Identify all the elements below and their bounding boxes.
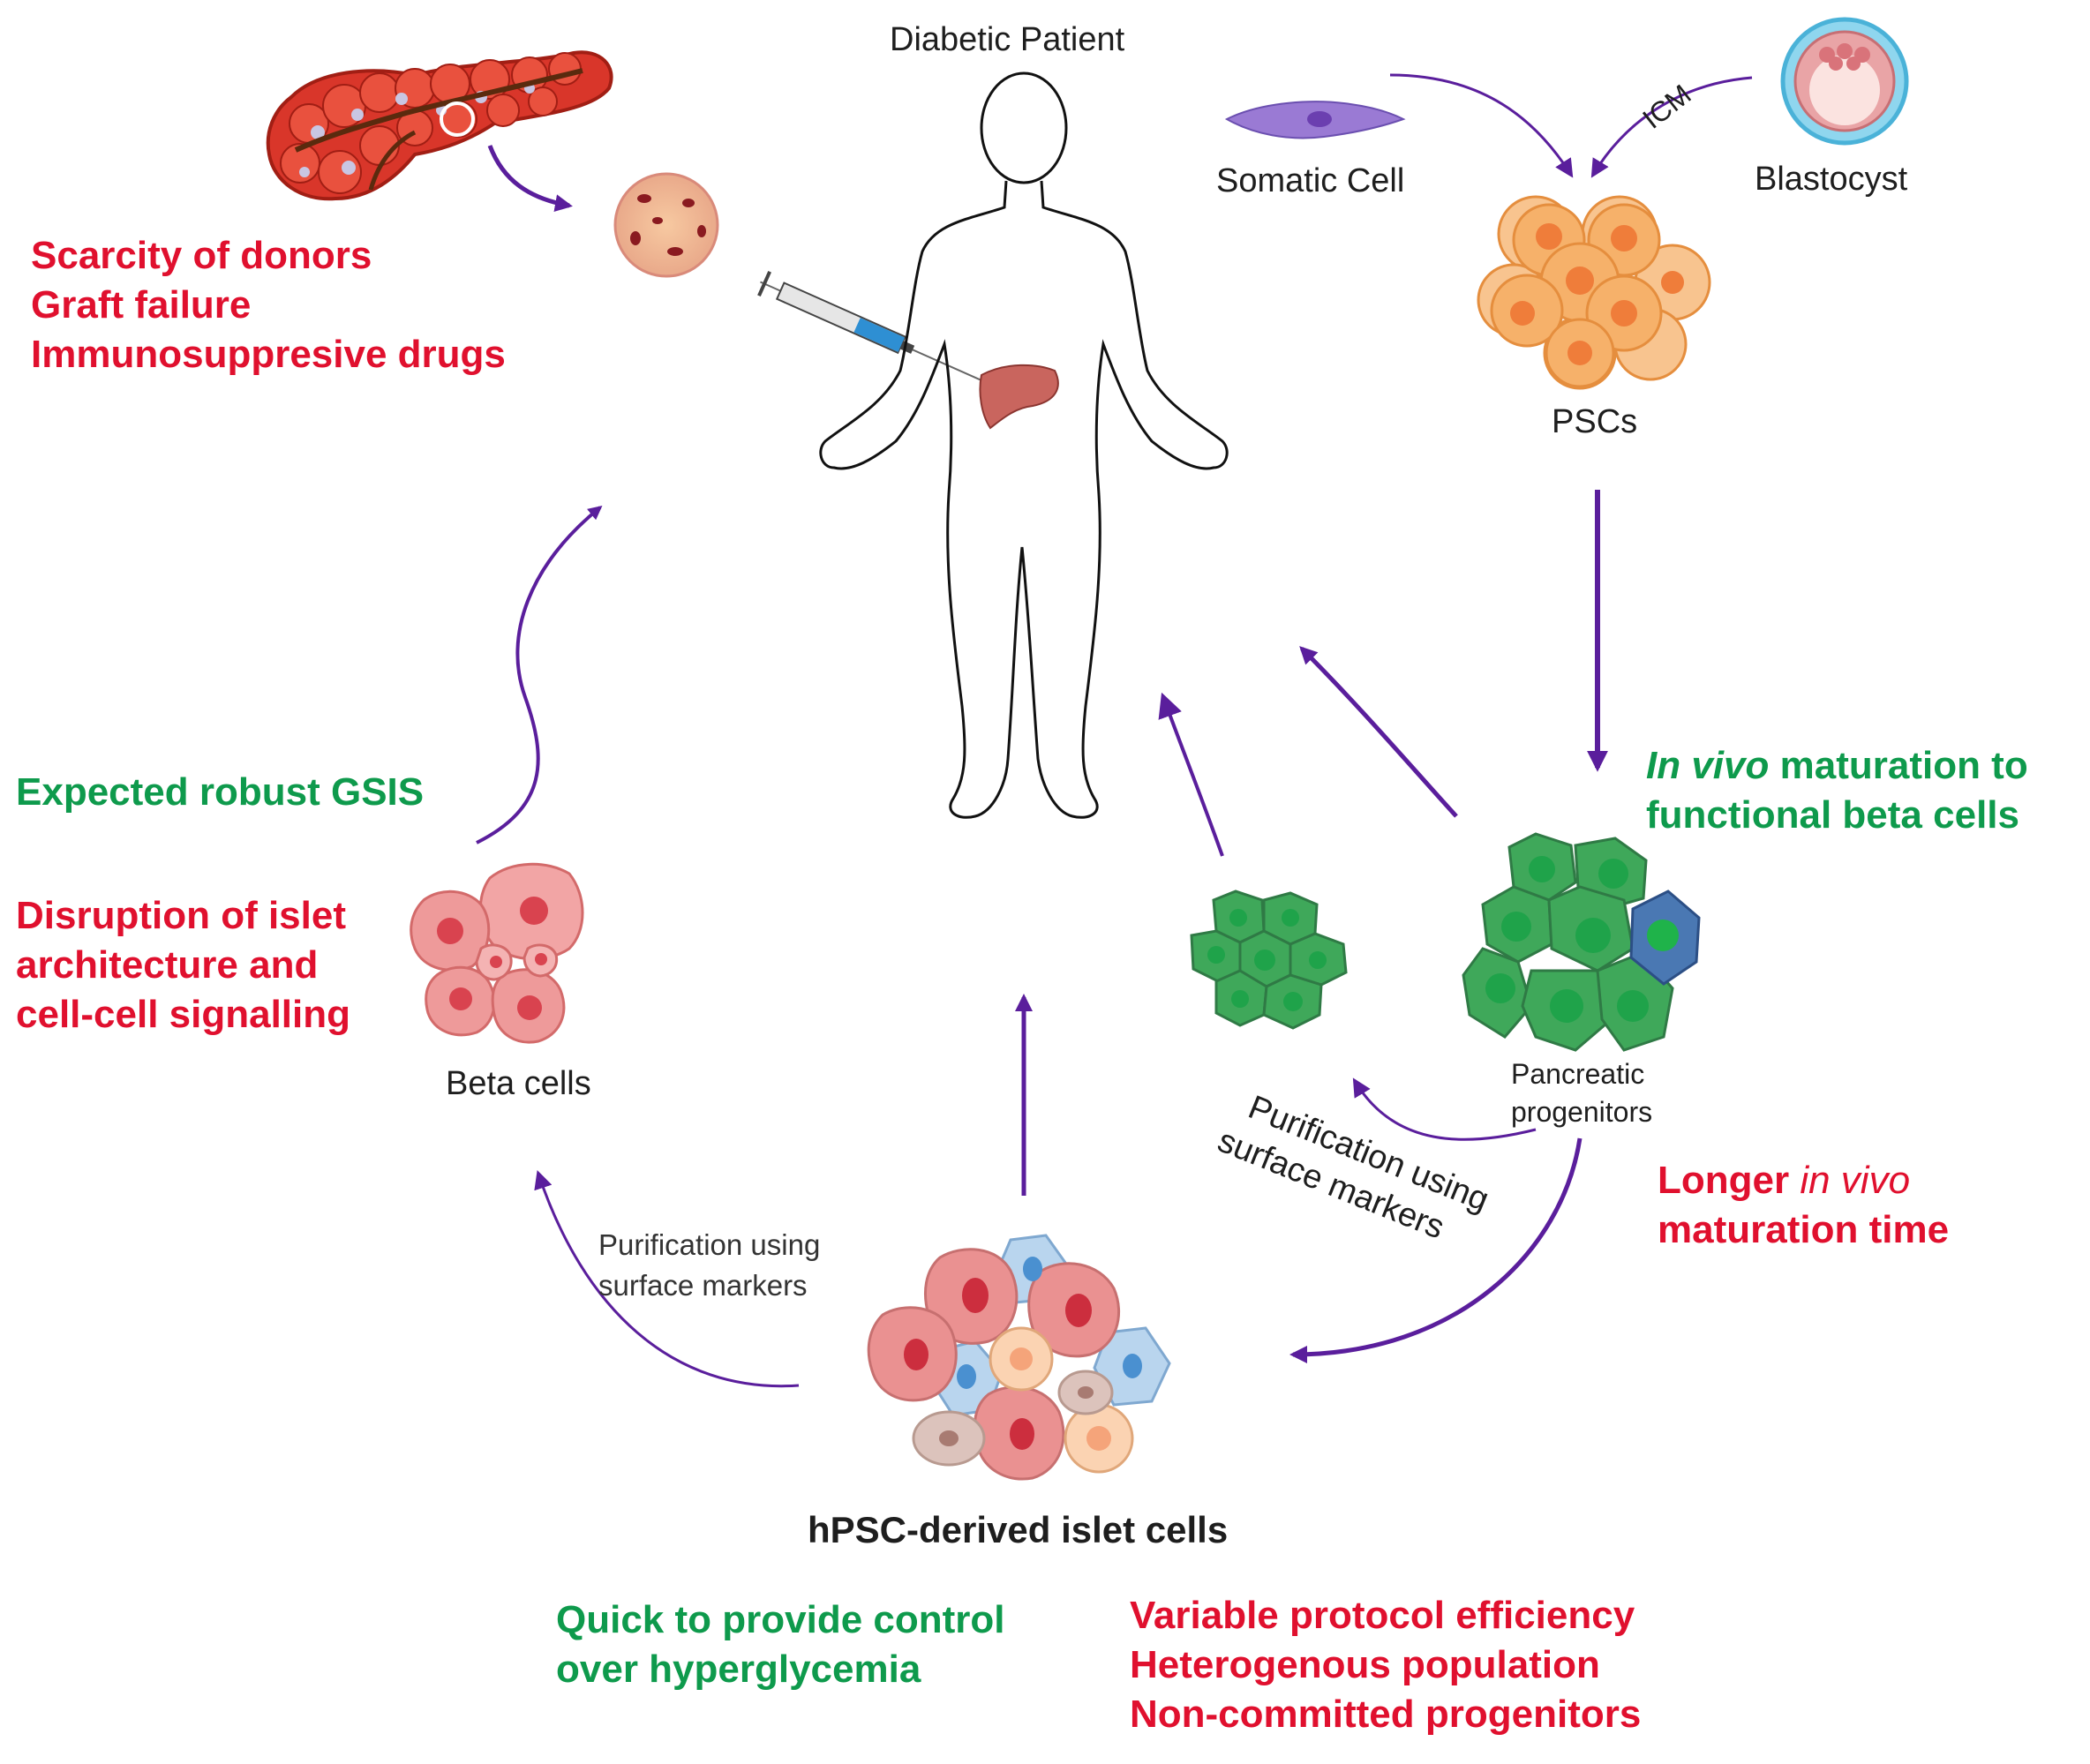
human-body-outline	[819, 71, 1229, 819]
con-text: Longer	[1658, 1159, 1801, 1202]
islet-sphere	[613, 172, 719, 278]
in-vivo-emphasis: in vivo	[1800, 1159, 1911, 1202]
syringe-icon	[757, 271, 983, 382]
islet-con-line: Variable protocol efficiency	[1130, 1594, 1635, 1637]
beta-cell-con-line: architecture and	[16, 943, 319, 987]
pancreatic-progenitors-label: Pancreatic	[1511, 1058, 1645, 1090]
pancreatic-progenitor-cluster	[1462, 832, 1701, 1052]
in-vivo-emphasis: In vivo	[1646, 744, 1770, 787]
purified-progenitor-cluster	[1190, 890, 1348, 1030]
hpsc-islet-cell-cluster	[867, 1234, 1171, 1481]
issue-immunosuppressive-drugs: Immunosuppresive drugs	[31, 333, 506, 376]
islet-con-line: Heterogenous population	[1130, 1643, 1600, 1686]
islet-con-line: Non-committed progenitors	[1130, 1693, 1642, 1736]
islet-to-beta-arrow	[534, 1170, 800, 1388]
islet-pro-line: Quick to provide control	[556, 1598, 1005, 1641]
progenitor-purification-arrow	[1352, 1077, 1537, 1141]
beta-cell-con-line: cell-cell signalling	[16, 993, 351, 1036]
pancreas-illustration	[266, 50, 613, 201]
progenitor-pro-line1: In vivo maturation to	[1646, 741, 2028, 790]
purification-label-left: Purification using	[598, 1228, 821, 1261]
islet-cells-label: hPSC-derived islet cells	[808, 1509, 1229, 1550]
patient-label: Diabetic Patient	[890, 21, 1125, 58]
beta-cell-cluster	[410, 862, 584, 1044]
pancreatic-progenitors-label: progenitors	[1511, 1096, 1653, 1128]
progenitor-to-islet-arrow	[1289, 1137, 1583, 1363]
beta-cell-con-line: Disruption of islet	[16, 894, 346, 937]
islet-pro-line: over hyperglycemia	[556, 1648, 921, 1691]
blastocyst-label: Blastocyst	[1755, 161, 1908, 198]
purified-to-patient-arrow	[1158, 692, 1224, 857]
progenitor-to-patient-arrow	[1299, 646, 1458, 818]
beta-cell-pro: Expected robust GSIS	[16, 770, 425, 814]
beta-cells-label: Beta cells	[446, 1065, 591, 1102]
liver-icon	[979, 364, 1059, 430]
issue-graft-failure: Graft failure	[31, 283, 252, 327]
blastocyst-to-psc-arrow	[1590, 76, 1753, 178]
pro-text: maturation to	[1769, 744, 2028, 787]
progenitor-pro-line2: functional beta cells	[1646, 793, 2019, 837]
progenitor-con-line2: maturation time	[1658, 1208, 1950, 1251]
somatic-cell-icon	[1224, 101, 1406, 139]
psc-label: PSCs	[1552, 403, 1638, 440]
pancreas-to-islet-arrow	[487, 145, 573, 213]
progenitor-con-line1: Longer in vivo	[1658, 1156, 1910, 1205]
issue-donor-scarcity: Scarcity of donors	[31, 234, 372, 277]
somatic-cell-label: Somatic Cell	[1216, 162, 1405, 199]
purification-label-left: surface markers	[598, 1269, 808, 1302]
somatic-to-psc-arrow	[1389, 73, 1574, 178]
psc-cluster	[1477, 195, 1711, 390]
blastocyst-icon	[1780, 17, 1909, 146]
beta-to-patient-arrow	[476, 505, 603, 844]
